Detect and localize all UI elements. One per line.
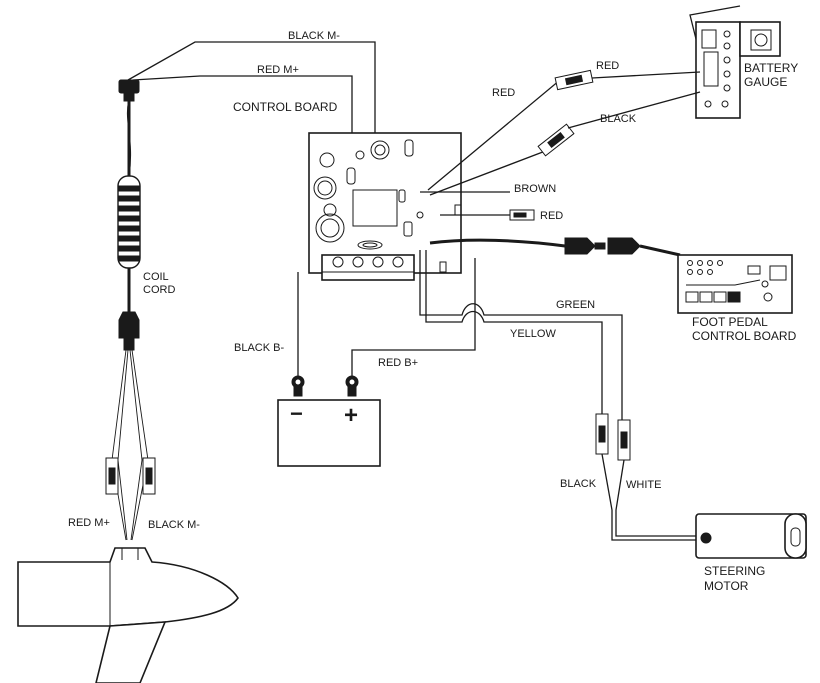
label-red-left: RED	[492, 87, 515, 99]
label-black-gauge: BLACK	[600, 113, 637, 125]
label-red-short: RED	[540, 210, 563, 222]
label-black-motor: BLACK	[560, 478, 597, 490]
label-battery-gauge-2: GAUGE	[744, 75, 787, 89]
label-coil-cord-2: CORD	[143, 284, 175, 296]
foot-pedal-board	[677, 254, 793, 314]
label-red-b: RED B+	[378, 357, 418, 369]
label-foot-pedal-2: CONTROL BOARD	[692, 329, 797, 343]
steering-wires	[419, 250, 700, 541]
foot-pedal-cable	[429, 237, 681, 257]
label-steering-2: MOTOR	[704, 579, 749, 593]
label-red-gauge: RED	[596, 60, 619, 72]
label-green: GREEN	[556, 299, 595, 311]
label-red-m-bottom: RED M+	[68, 517, 110, 529]
battery-minus-sign: −	[290, 401, 303, 426]
control-board	[308, 132, 462, 281]
trolling-motor	[17, 547, 239, 683]
battery	[277, 258, 476, 467]
label-red-m-top: RED M+	[257, 64, 299, 76]
label-white-motor: WHITE	[626, 479, 661, 491]
label-battery-gauge-1: BATTERY	[744, 61, 798, 75]
label-yellow: YELLOW	[510, 328, 556, 340]
red-short-lead	[440, 209, 535, 221]
label-coil-cord-1: COIL	[143, 271, 169, 283]
label-black-b: BLACK B-	[234, 342, 284, 354]
battery-plus-sign: +	[344, 402, 358, 429]
battery-gauge	[689, 5, 781, 119]
label-steering-1: STEERING	[704, 564, 765, 578]
coil-cord	[117, 79, 141, 351]
gauge-wires	[420, 69, 701, 196]
label-black-m-bottom: BLACK M-	[148, 519, 200, 531]
label-control-board: CONTROL BOARD	[233, 100, 338, 114]
label-brown: BROWN	[514, 183, 556, 195]
label-black-m-top: BLACK M-	[288, 30, 340, 42]
steering-motor	[695, 513, 807, 559]
motor-lower-leads	[105, 349, 156, 541]
label-foot-pedal-1: FOOT PEDAL	[692, 315, 768, 329]
